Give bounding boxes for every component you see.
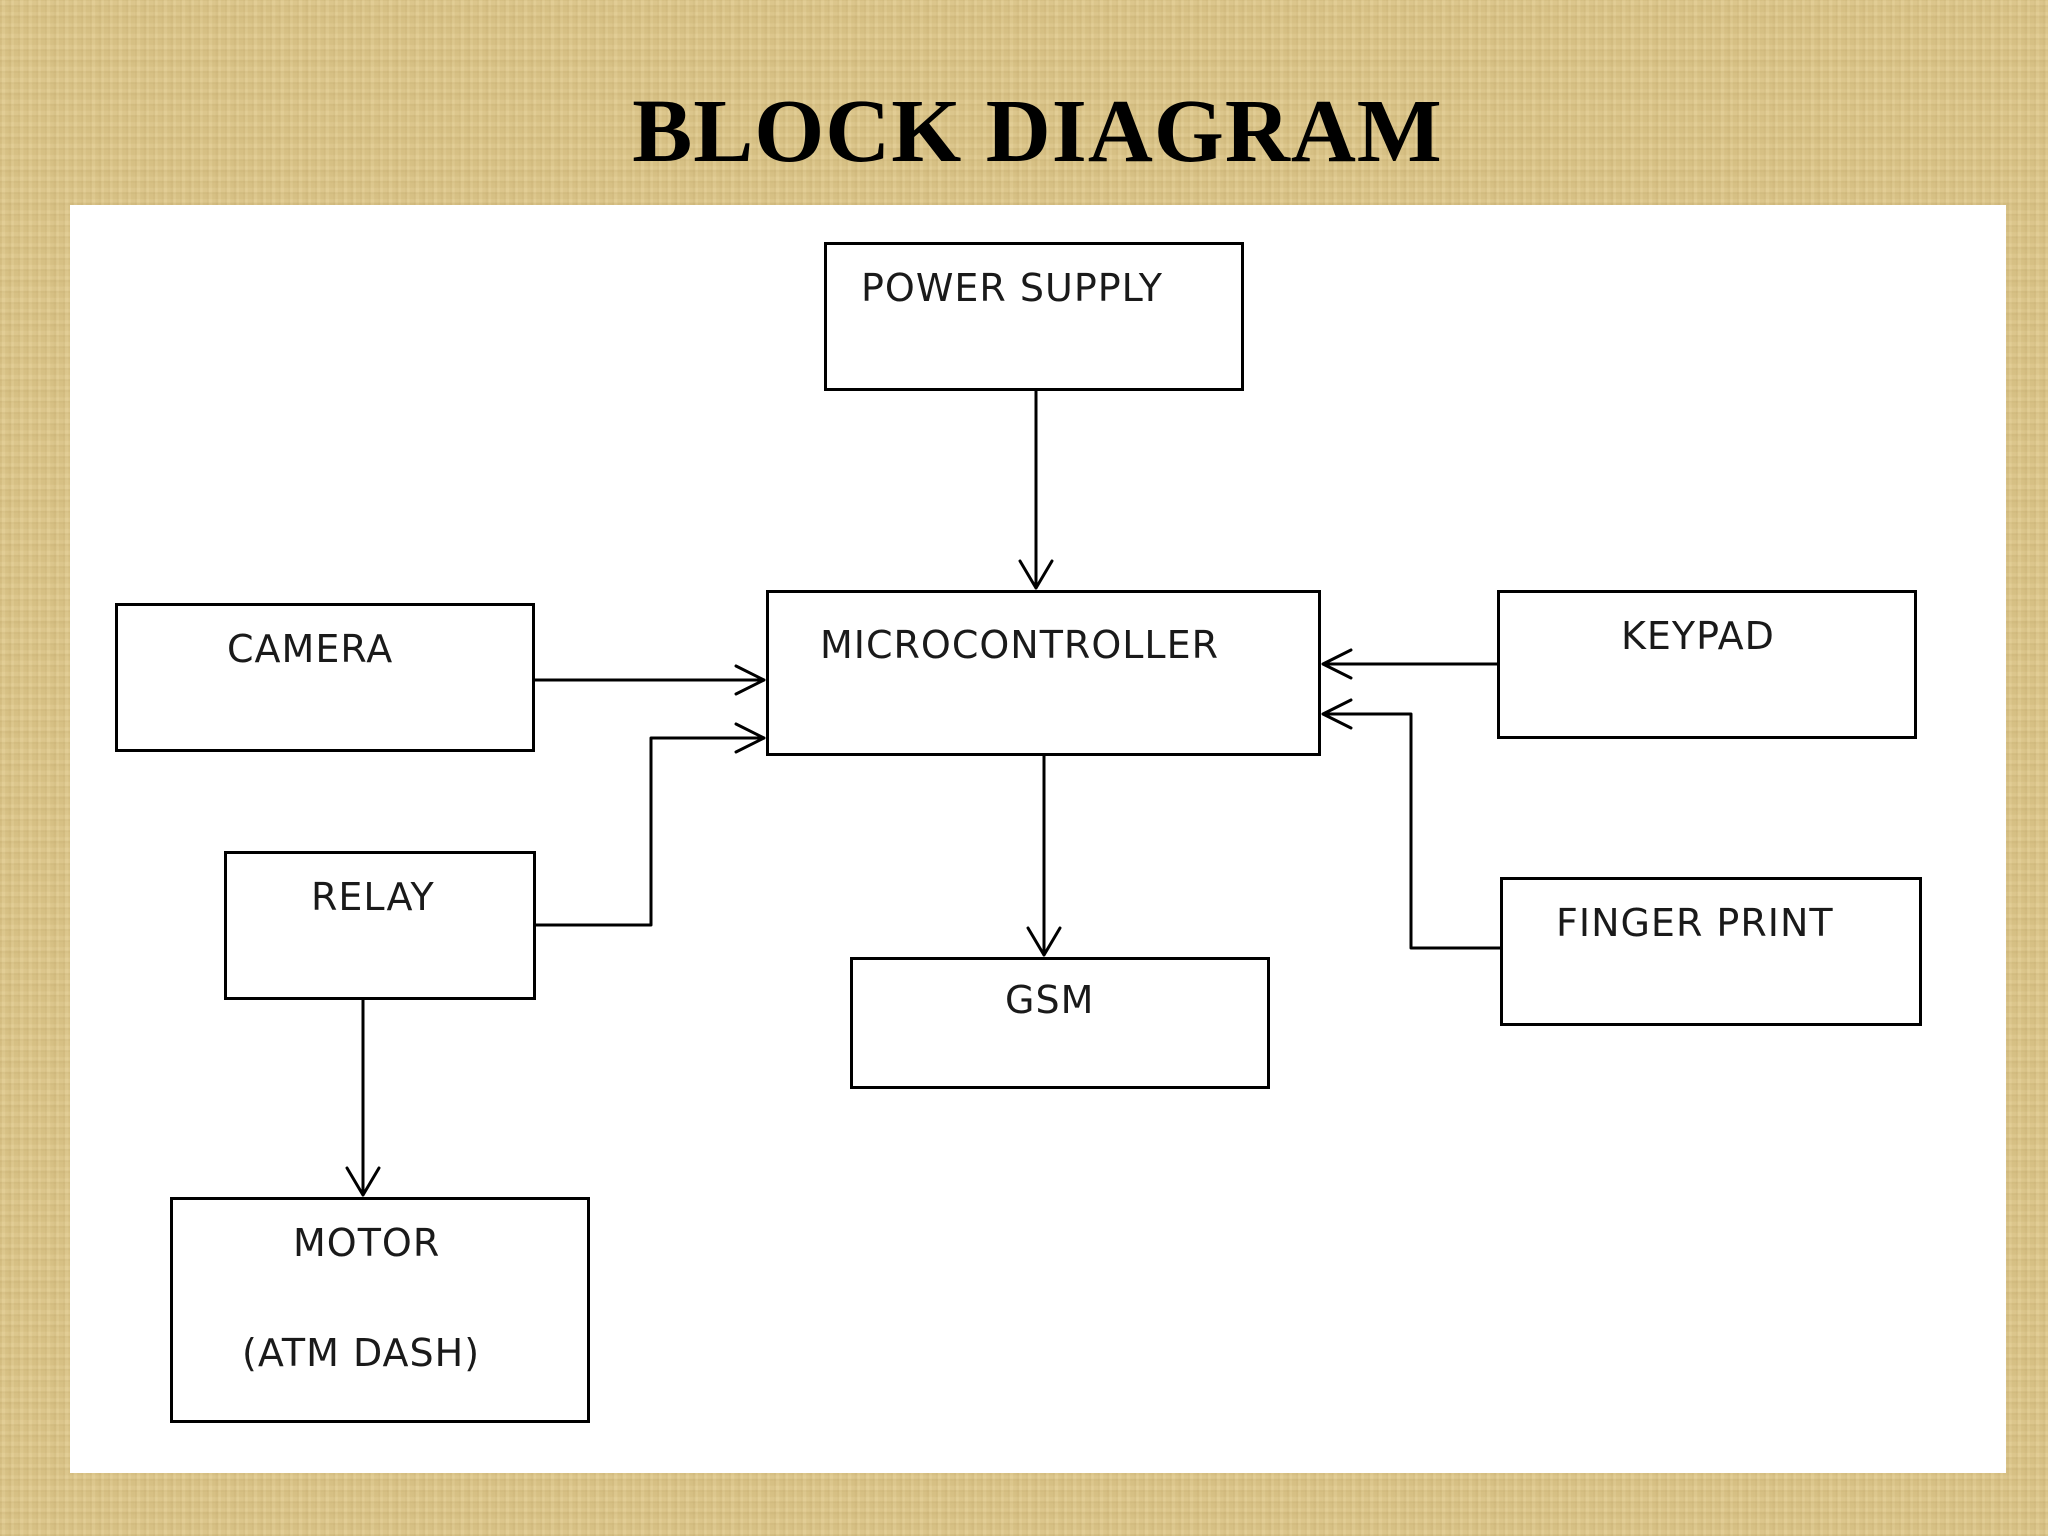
power-supply-label: POWER SUPPLY	[861, 266, 1163, 310]
relay-label: RELAY	[311, 875, 435, 919]
motor-block	[170, 1197, 590, 1423]
finger-print-to-microcontroller-arrow	[1321, 698, 1502, 950]
finger-print-label: FINGER PRINT	[1556, 901, 1834, 945]
camera-label: CAMERA	[227, 627, 394, 671]
keypad-to-microcontroller-arrow	[1321, 648, 1499, 680]
microcontroller-label: MICROCONTROLLER	[820, 623, 1219, 667]
finger-print-block	[1500, 877, 1922, 1026]
camera-to-microcontroller-arrow	[533, 664, 766, 696]
power-to-microcontroller-arrow	[1018, 389, 1054, 590]
slide-title: BLOCK DIAGRAM	[632, 82, 1443, 181]
camera-block	[115, 603, 535, 752]
motor-sublabel: (ATM DASH)	[242, 1331, 481, 1375]
gsm-label: GSM	[1005, 978, 1095, 1022]
keypad-label: KEYPAD	[1621, 614, 1775, 658]
power-supply-block	[824, 242, 1244, 391]
microcontroller-to-gsm-arrow	[1026, 754, 1062, 957]
motor-label: MOTOR	[293, 1221, 441, 1265]
relay-block	[224, 851, 536, 1000]
microcontroller-block	[766, 590, 1321, 756]
gsm-block	[850, 957, 1270, 1089]
keypad-block	[1497, 590, 1917, 739]
relay-to-motor-arrow	[345, 998, 381, 1197]
relay-to-microcontroller-arrow	[534, 722, 766, 927]
